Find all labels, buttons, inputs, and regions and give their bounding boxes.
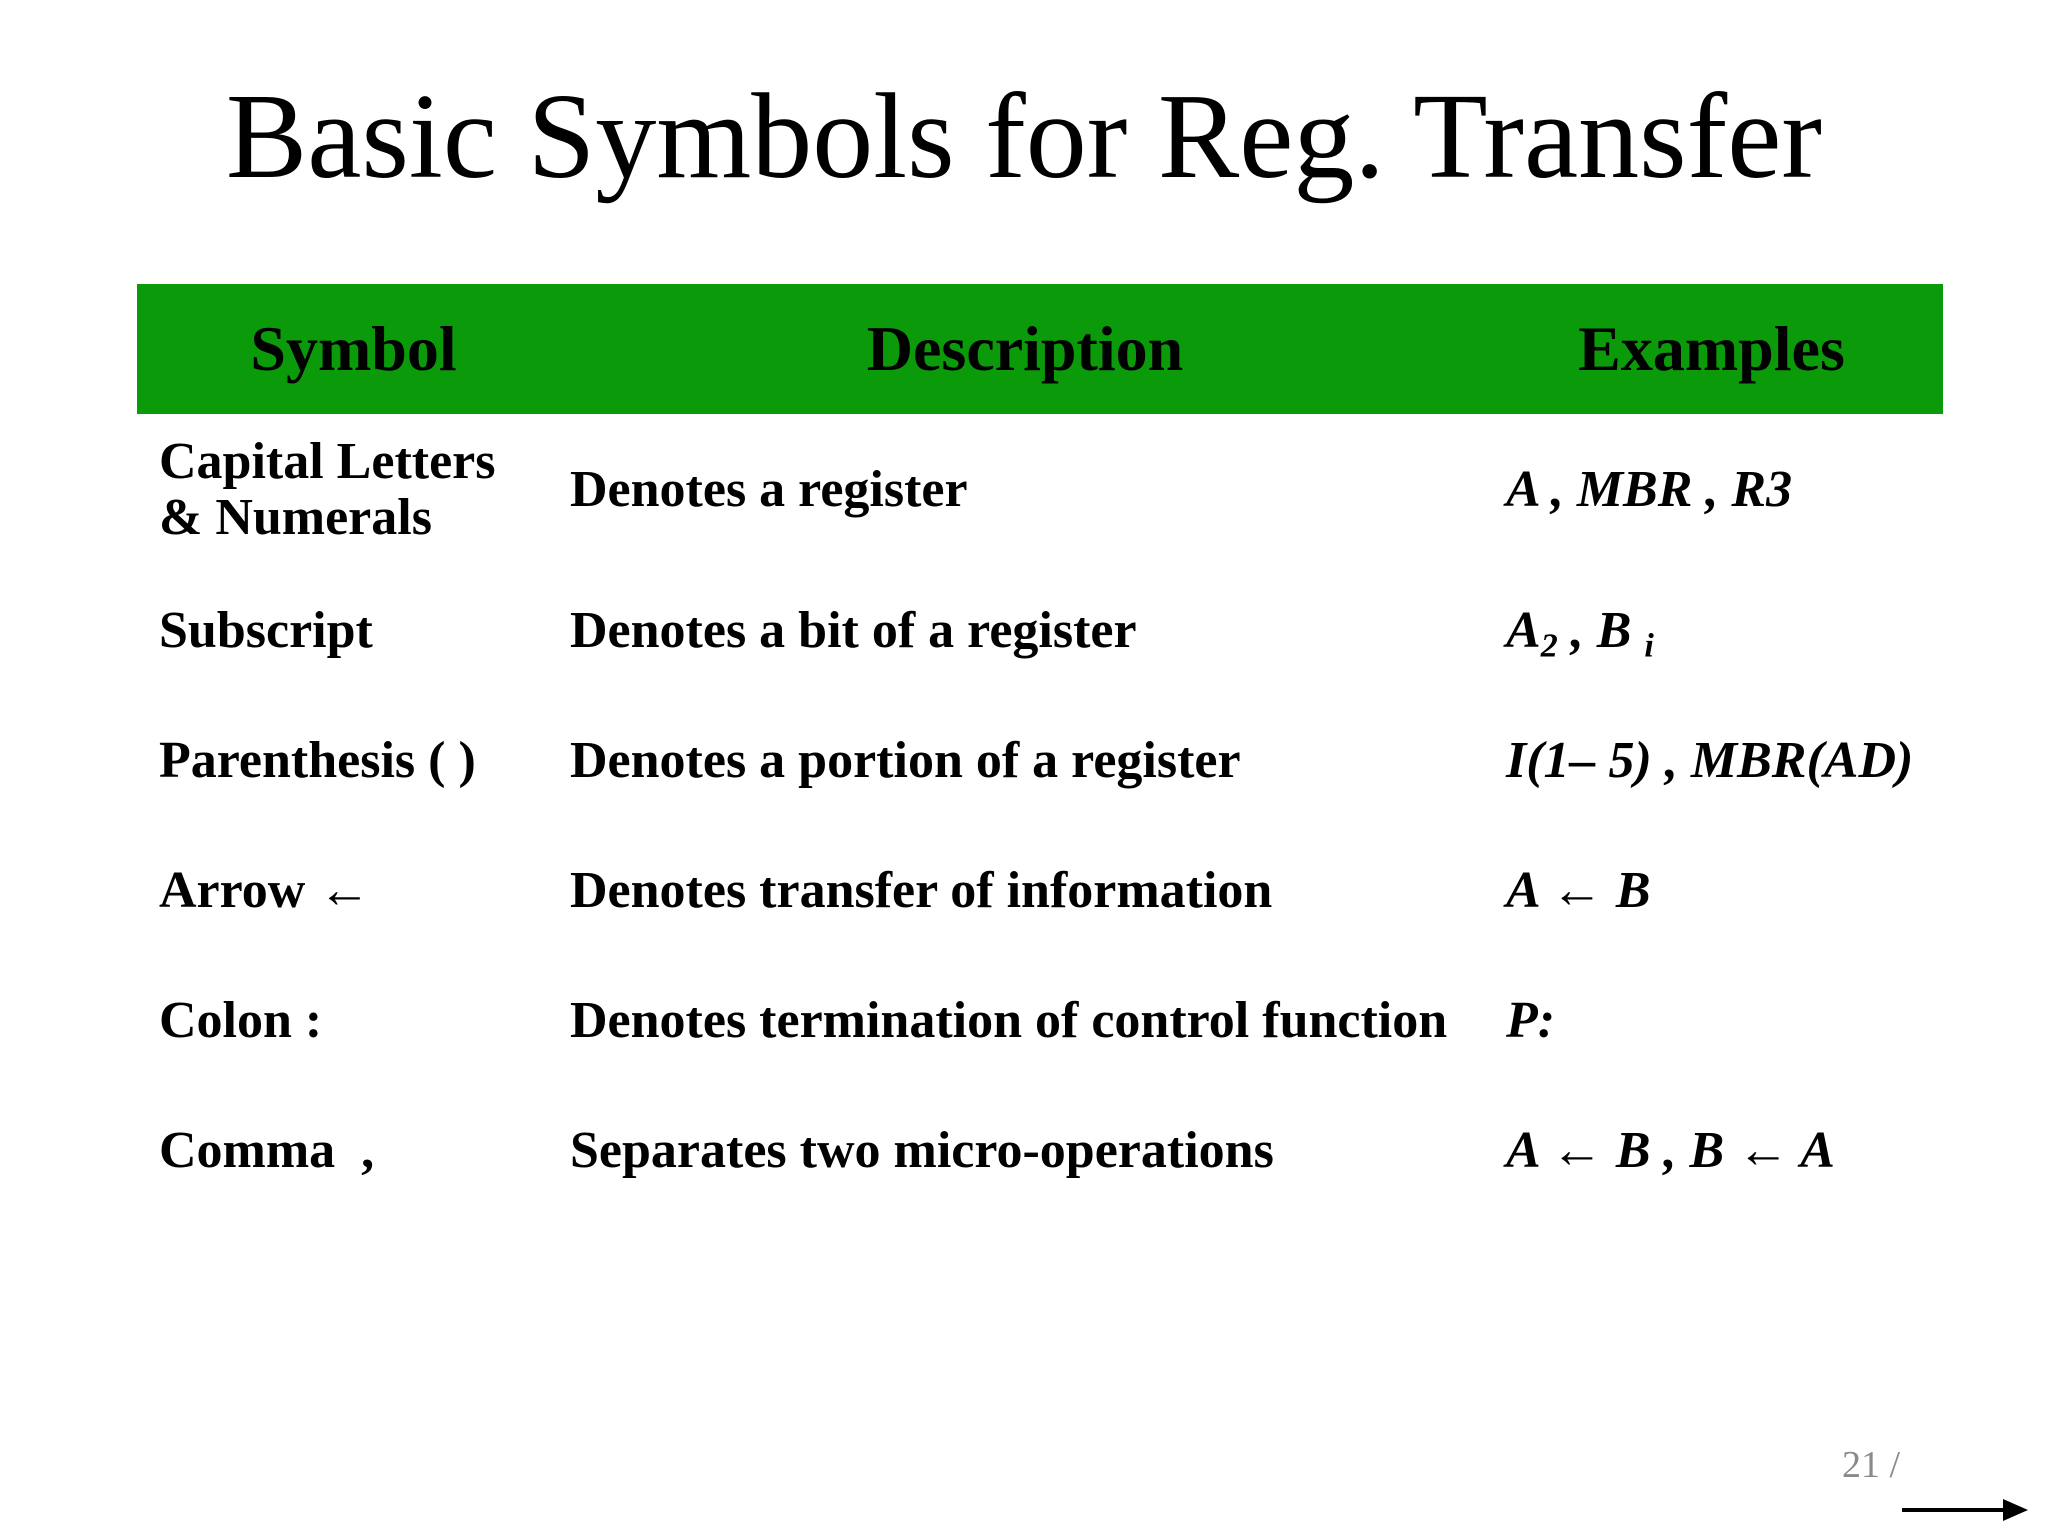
table-row: Arrow ← Denotes transfer of information A … — [137, 826, 1943, 956]
symbol-line: Parenthesis ( ) — [159, 731, 476, 789]
column-header-examples: Examples — [1578, 313, 1845, 384]
example-cell: A , MBR , R3 — [1480, 460, 1943, 518]
description-cell: Denotes termination of control function — [570, 991, 1448, 1049]
table-row: Colon : Denotes termination of control fu… — [137, 956, 1943, 1086]
table-row: Parenthesis ( ) Denotes a portion of a re… — [137, 696, 1943, 826]
symbol-cell: Comma , — [137, 1121, 570, 1179]
example-text: A — [1506, 601, 1541, 659]
description-cell: Denotes a register — [570, 460, 968, 518]
symbol-line: Capital Letters — [159, 432, 496, 490]
symbol-cell: Parenthesis ( ) — [137, 731, 570, 789]
symbol-line: Comma , — [159, 1121, 375, 1179]
symbol-cell: Colon : — [137, 991, 570, 1049]
example-cell: I(1– 5) , MBR(AD) — [1480, 731, 1943, 789]
example-subscript: i — [1644, 627, 1654, 665]
description-cell: Separates two micro-operations — [570, 1121, 1274, 1179]
symbols-table: Symbol Description Examples Capital Lett… — [137, 284, 1943, 1216]
table-header-row: Symbol Description Examples — [137, 284, 1943, 414]
example-text: A , MBR , R3 — [1506, 460, 1793, 518]
example-cell: A2 , B i — [1480, 601, 1943, 663]
example-text: A ← B , B ← A — [1506, 1121, 1835, 1179]
next-slide-arrow-icon[interactable] — [1902, 1496, 2028, 1524]
symbol-line: Colon : — [159, 991, 323, 1049]
description-cell: Denotes a portion of a register — [570, 731, 1241, 789]
column-header-symbol: Symbol — [250, 313, 457, 384]
description-cell: Denotes a bit of a register — [570, 601, 1137, 659]
example-cell: A ← B — [1480, 861, 1943, 919]
table-row: Subscript Denotes a bit of a register A2 ,… — [137, 566, 1943, 696]
symbol-line: & Numerals — [159, 489, 432, 546]
symbol-line: Arrow ← — [159, 861, 371, 919]
example-cell: P: — [1480, 991, 1943, 1049]
symbol-cell: Capital Letters& Numerals — [137, 432, 570, 546]
example-text: P: — [1506, 991, 1556, 1049]
example-text: I(1– 5) , MBR(AD) — [1506, 731, 1914, 789]
example-cell: A ← B , B ← A — [1480, 1121, 1943, 1179]
example-subscript: 2 — [1540, 627, 1558, 665]
symbol-cell: Arrow ← — [137, 861, 570, 919]
description-cell: Denotes transfer of information — [570, 861, 1273, 919]
example-text: , B — [1557, 601, 1645, 659]
page-number: 21 / — [1841, 1444, 1900, 1486]
example-text: A ← B — [1506, 861, 1651, 919]
symbol-line: Subscript — [159, 601, 373, 659]
table-row: Comma , Separates two micro-operations A ←… — [137, 1086, 1943, 1216]
symbol-cell: Subscript — [137, 601, 570, 659]
column-header-description: Description — [866, 313, 1184, 384]
slide-title: Basic Symbols for Reg. Transfer — [225, 69, 1823, 204]
